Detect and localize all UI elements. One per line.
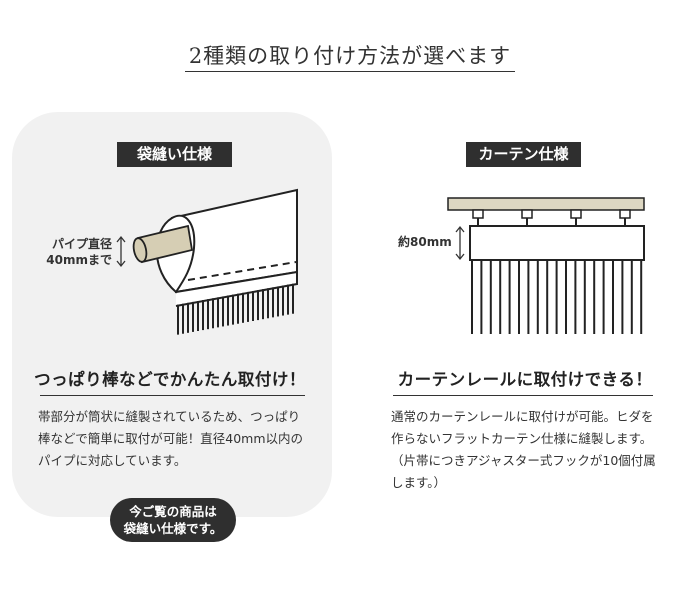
badge-line2: 袋縫い仕様です。 — [123, 521, 223, 536]
pipe-diameter-label: パイプ直径 40mmまで — [34, 236, 112, 268]
rail-runner — [521, 209, 533, 226]
curtain-type-description: 通常のカーテンレールに取付けが可能。ヒダを作らないフラットカーテン仕様に縫製しま… — [391, 409, 656, 490]
pipe-diameter-label-line2: 40mmまで — [46, 253, 112, 267]
header-height-label: 約80mm — [398, 235, 452, 249]
curtain-type-tag: カーテン仕様 — [466, 142, 581, 167]
curtain-header — [469, 225, 645, 261]
current-product-badge: 今ご覧の商品は 袋縫い仕様です。 — [110, 498, 236, 542]
header-dimension-arrow — [455, 225, 465, 261]
stitch-line — [187, 261, 297, 281]
rail-runner — [570, 209, 582, 226]
pipe-diameter-label-line1: パイプ直径 — [51, 237, 112, 251]
sleeve-type-description: 帯部分が筒状に縫製されているため、つっぱり棒などで簡単に取付が可能！直径40mm… — [38, 409, 304, 468]
rail-runner — [619, 209, 631, 226]
curtain-heading-rule — [393, 395, 653, 396]
badge-line1: 今ご覧の商品は — [129, 504, 217, 519]
sleeve-type-heading: つっぱり棒などでかんたん取付け！ — [34, 370, 306, 389]
rail-runners — [472, 209, 631, 226]
rail-runner — [472, 209, 484, 226]
title-underline — [185, 71, 515, 72]
curtain-rail — [447, 197, 645, 211]
curtain-pleats — [471, 260, 643, 334]
pipe-rod — [132, 224, 194, 264]
curtain-type-heading: カーテンレールに取付けできる！ — [397, 370, 653, 389]
sleeve-heading-rule — [40, 395, 305, 396]
pipe-dimension-arrow — [116, 235, 126, 268]
curtain-fringe — [177, 283, 294, 335]
sleeve-type-tag: 袋縫い仕様 — [117, 142, 232, 167]
page-title: 2種類の取り付け方法が選べます — [188, 44, 512, 68]
